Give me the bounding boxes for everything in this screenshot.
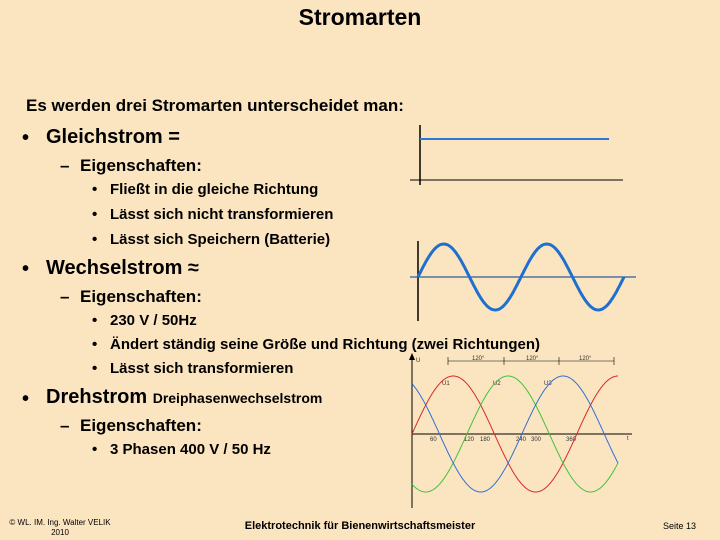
dash-marker: – xyxy=(60,416,70,435)
tp-phase-label-u2: U2 xyxy=(493,381,501,387)
tp-wave-u2 xyxy=(411,375,619,493)
item-gleich-1: Fließt in die gleiche Richtung xyxy=(110,181,319,198)
tp-axis-t-label: t xyxy=(627,436,629,442)
sub-eigenschaften-2: Eigenschaften: xyxy=(80,287,202,306)
ac-sine-wave xyxy=(416,242,626,312)
dc-diagram xyxy=(410,125,623,185)
sub-eigenschaften-3: Eigenschaften: xyxy=(80,416,202,435)
tp-wave-u3 xyxy=(411,375,619,493)
tp-phase-label-u3: U3 xyxy=(544,381,552,387)
tp-shift-label-2: 120° xyxy=(526,356,539,362)
bullet-dot: • xyxy=(92,441,98,458)
tp-shift-label-3: 120° xyxy=(579,356,592,362)
bullet-dot: • xyxy=(92,360,98,377)
heading-drehstrom-small: Dreiphasenwechselstrom xyxy=(152,390,323,406)
tp-tick-300: 300 xyxy=(531,437,542,443)
tp-shift-label-1: 120° xyxy=(472,356,485,362)
item-gleich-3: Lässt sich Speichern (Batterie) xyxy=(110,231,331,248)
item-wechsel-2: Ändert ständig seine Größe und Richtung … xyxy=(110,336,541,353)
footer-copyright-line1: © WL. IM. Ing. Walter VELIK xyxy=(9,518,111,527)
bullet-dot: • xyxy=(22,127,30,149)
tp-phase-label-u1: U1 xyxy=(442,381,450,387)
heading-wechselstrom-text: Wechselstrom xyxy=(46,257,183,279)
bullet-dot: • xyxy=(92,312,98,329)
page-number: Seite 13 xyxy=(662,521,696,531)
item-wechsel-3: Lässt sich transformieren xyxy=(110,360,294,377)
dash-marker: – xyxy=(60,156,70,175)
heading-wechselstrom: Wechselstrom ≈ xyxy=(46,257,199,280)
item-gleich-2: Lässt sich nicht transformieren xyxy=(110,206,334,223)
bullet-dot: • xyxy=(92,336,98,353)
slide-title: Stromarten xyxy=(298,4,422,30)
three-phase-diagram: U t 120° 120° 120° U1 U2 U3 60 120 180 2… xyxy=(409,353,632,508)
tp-wave-u1 xyxy=(411,375,618,493)
tp-tick-180: 180 xyxy=(480,437,491,443)
bullet-dot: • xyxy=(92,206,98,223)
heading-drehstrom: Drehstrom Dreiphasenwechselstrom xyxy=(46,386,322,409)
heading-drehstrom-text: Drehstrom xyxy=(46,386,148,408)
footer-copyright-line2: 2010 xyxy=(51,528,69,537)
tp-tick-240: 240 xyxy=(516,437,527,443)
bullet-dot: • xyxy=(92,231,98,248)
dash-marker: – xyxy=(60,287,70,306)
sub-eigenschaften-1: Eigenschaften: xyxy=(80,156,202,175)
tp-tick-360: 360 xyxy=(566,437,577,443)
bullet-dot: • xyxy=(22,388,30,410)
ac-diagram xyxy=(410,241,636,321)
item-wechsel-1: 230 V / 50Hz xyxy=(110,312,197,329)
footer-title: Elektrotechnik für Bienenwirtschaftsmeis… xyxy=(244,520,476,532)
bullet-dot: • xyxy=(92,181,98,198)
tp-tick-60: 60 xyxy=(430,437,437,443)
tp-axis-u-label: U xyxy=(416,358,420,364)
tp-y-arrow-icon xyxy=(409,353,415,360)
bullet-dot: • xyxy=(22,258,30,280)
ac-symbol: ≈ xyxy=(187,257,199,279)
tp-tick-120: 120 xyxy=(464,437,475,443)
item-dreh-1: 3 Phasen 400 V / 50 Hz xyxy=(110,441,271,458)
intro-text: Es werden drei Stromarten unterscheidet … xyxy=(26,96,404,115)
heading-gleichstrom: Gleichstrom = xyxy=(46,126,180,148)
footer-copyright: © WL. IM. Ing. Walter VELIK 2010 xyxy=(4,518,116,538)
